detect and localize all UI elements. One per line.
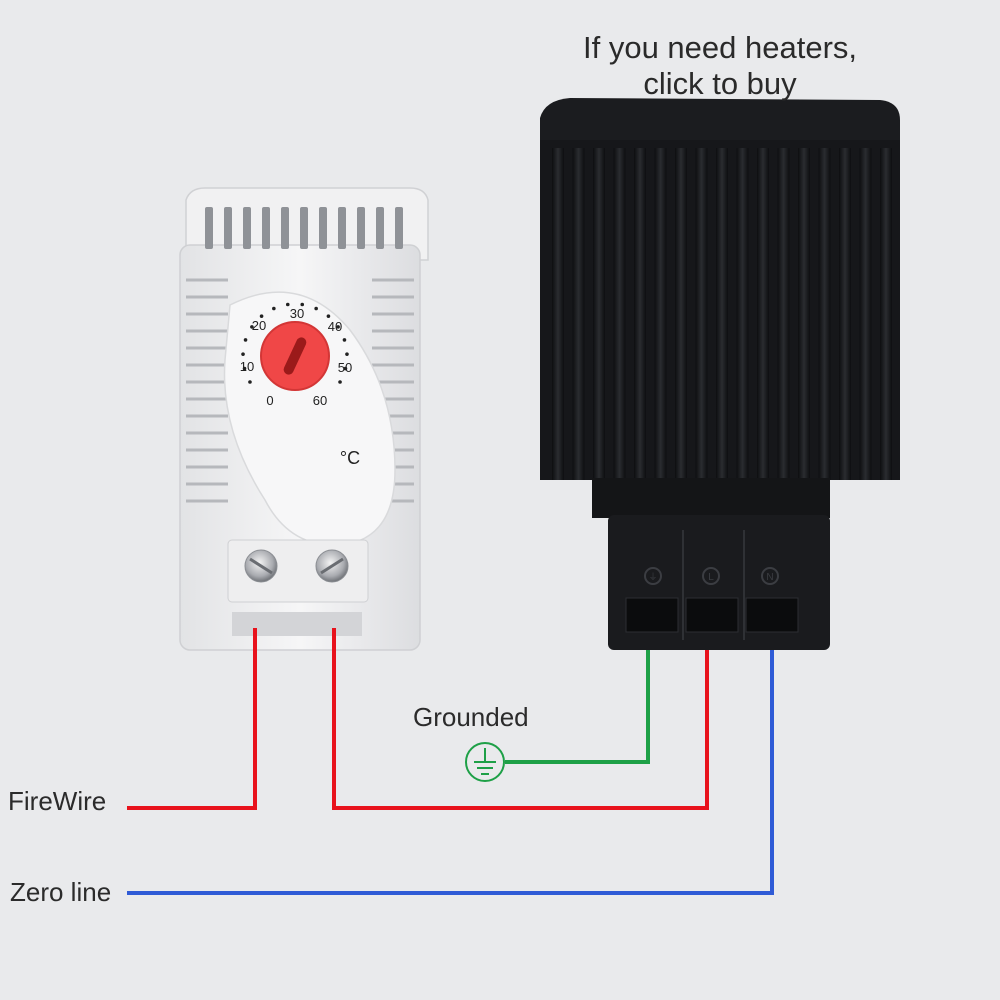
terminal-ground-icon — [644, 567, 662, 585]
heater-fin — [593, 148, 605, 480]
vent-slot — [319, 207, 327, 249]
terminal-slot-live[interactable] — [685, 597, 739, 633]
vent-slot — [338, 207, 346, 249]
heater-fin — [777, 148, 790, 480]
heater-fin — [880, 148, 892, 480]
dial-label-10: 10 — [240, 359, 254, 374]
heater-fin — [654, 148, 667, 480]
dial-tick — [336, 325, 340, 329]
terminal-label-ground: ⏚ — [648, 572, 657, 583]
heater-fin — [716, 148, 728, 480]
dial-label-60: 60 — [313, 393, 327, 408]
vent-slot — [281, 207, 289, 249]
dial-tick — [326, 314, 331, 318]
dial-tick — [343, 366, 348, 371]
wires — [127, 628, 774, 895]
heater-title-line1: If you need heaters, — [582, 30, 858, 65]
firewire-label: FireWire — [8, 786, 107, 816]
heater-fin — [634, 148, 646, 480]
dial-tick — [250, 325, 254, 329]
heater-fin — [798, 148, 810, 480]
ground-wire — [505, 650, 650, 764]
dial-tick — [241, 352, 245, 356]
neutral-wire — [127, 650, 774, 895]
heater-fin — [675, 148, 687, 480]
terminal-label-live: L — [708, 572, 714, 583]
knob-indicator — [283, 337, 307, 375]
ground-symbol-icon — [465, 742, 505, 782]
dial-tick — [259, 314, 264, 318]
terminal-live-icon — [702, 567, 720, 585]
terminal-neutral-icon — [761, 567, 779, 585]
dial-tick — [338, 380, 342, 384]
dial-tick — [248, 380, 252, 384]
heater-fin — [757, 148, 769, 480]
terminal-label-neutral: N — [766, 572, 773, 583]
dial-label-40: 40 — [328, 319, 342, 334]
grounded-label: Grounded — [413, 702, 529, 732]
heater-title-line2: click to buy — [643, 66, 797, 101]
unit-label: °C — [340, 448, 360, 468]
vent-slot — [357, 207, 365, 249]
heater-purchase-link[interactable]: If you need heaters, click to buy — [520, 30, 920, 102]
zero-line-label: Zero line — [10, 877, 112, 907]
heater-fin — [818, 148, 831, 480]
dial-tick — [342, 338, 347, 342]
dial-tick — [242, 366, 247, 371]
heater-fin — [552, 148, 564, 480]
vent-slot — [376, 207, 384, 249]
heater-fin — [736, 148, 749, 480]
vent-slot — [224, 207, 232, 249]
vent-slot — [205, 207, 213, 249]
heater-fin — [859, 148, 872, 480]
dial-tick — [300, 302, 305, 307]
dial-label-30: 30 — [290, 306, 304, 321]
vent-slot — [300, 207, 308, 249]
vent-slot — [243, 207, 251, 249]
heater-fin — [572, 148, 585, 480]
heater-fin — [695, 148, 708, 480]
vent-slot — [262, 207, 270, 249]
dial-tick — [314, 306, 318, 311]
dial-tick — [243, 338, 248, 342]
terminal-slot-ground[interactable] — [625, 597, 679, 633]
heater: ⏚ L N — [540, 98, 900, 650]
thermostat: 0 10 20 30 40 50 60 °C — [179, 187, 429, 651]
heater-fin — [613, 148, 626, 480]
dial-tick — [345, 352, 349, 356]
live-wire-supply — [127, 628, 257, 810]
dial-tick — [272, 306, 276, 311]
dial-label-0: 0 — [266, 393, 273, 408]
dial-tick — [285, 302, 290, 307]
live-wire-thermostat-to-heater — [332, 628, 709, 810]
terminal-slot-neutral[interactable] — [745, 597, 799, 633]
dial-label-20: 20 — [252, 318, 266, 333]
vent-slot — [395, 207, 403, 249]
dial-label-50: 50 — [338, 360, 352, 375]
heater-fin — [839, 148, 851, 480]
